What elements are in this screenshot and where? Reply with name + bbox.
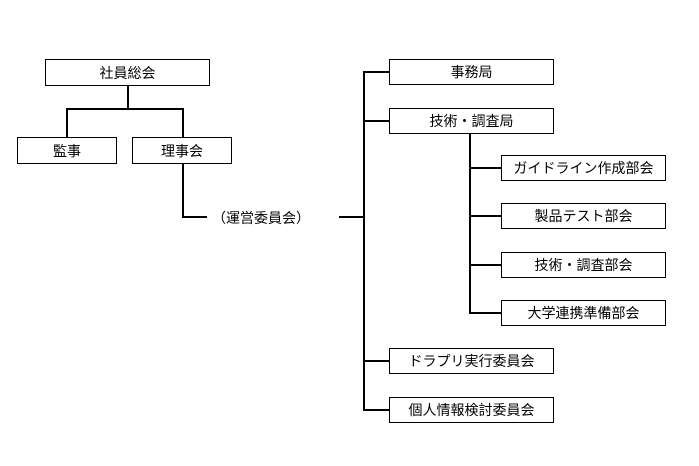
node-subcommittee: 大学連携準備部会 [501,300,666,326]
node-privacy-committee: 個人情報検討委員会 [389,397,554,423]
node-drapuri-committee: ドラプリ実行委員会 [389,348,554,374]
connector-line [363,409,389,411]
node-subcommittee: 製品テスト部会 [501,203,666,229]
node-auditor: 監事 [17,137,117,164]
connector-line [363,71,389,73]
connector-line [182,108,184,137]
connector-line [469,312,501,314]
connector-line [339,216,365,218]
node-steering-committee: （運営委員会） [212,211,310,227]
connector-line [66,108,68,137]
connector-line [469,264,501,266]
connector-line [127,86,129,109]
node-general-assembly: 社員総会 [45,59,210,86]
connector-line [469,167,501,169]
connector-line [469,133,471,314]
node-subcommittee: ガイドライン作成部会 [501,155,666,181]
connector-line [66,108,184,110]
connector-line [363,360,389,362]
node-subcommittee: 技術・調査部会 [501,252,666,278]
node-secretariat: 事務局 [389,59,554,85]
connector-line [363,120,389,122]
connector-line [182,216,207,218]
connector-line [469,215,501,217]
connector-line [363,71,365,411]
connector-line [182,163,184,218]
node-board: 理事会 [132,137,232,164]
node-tech-research-bureau: 技術・調査局 [389,108,554,134]
